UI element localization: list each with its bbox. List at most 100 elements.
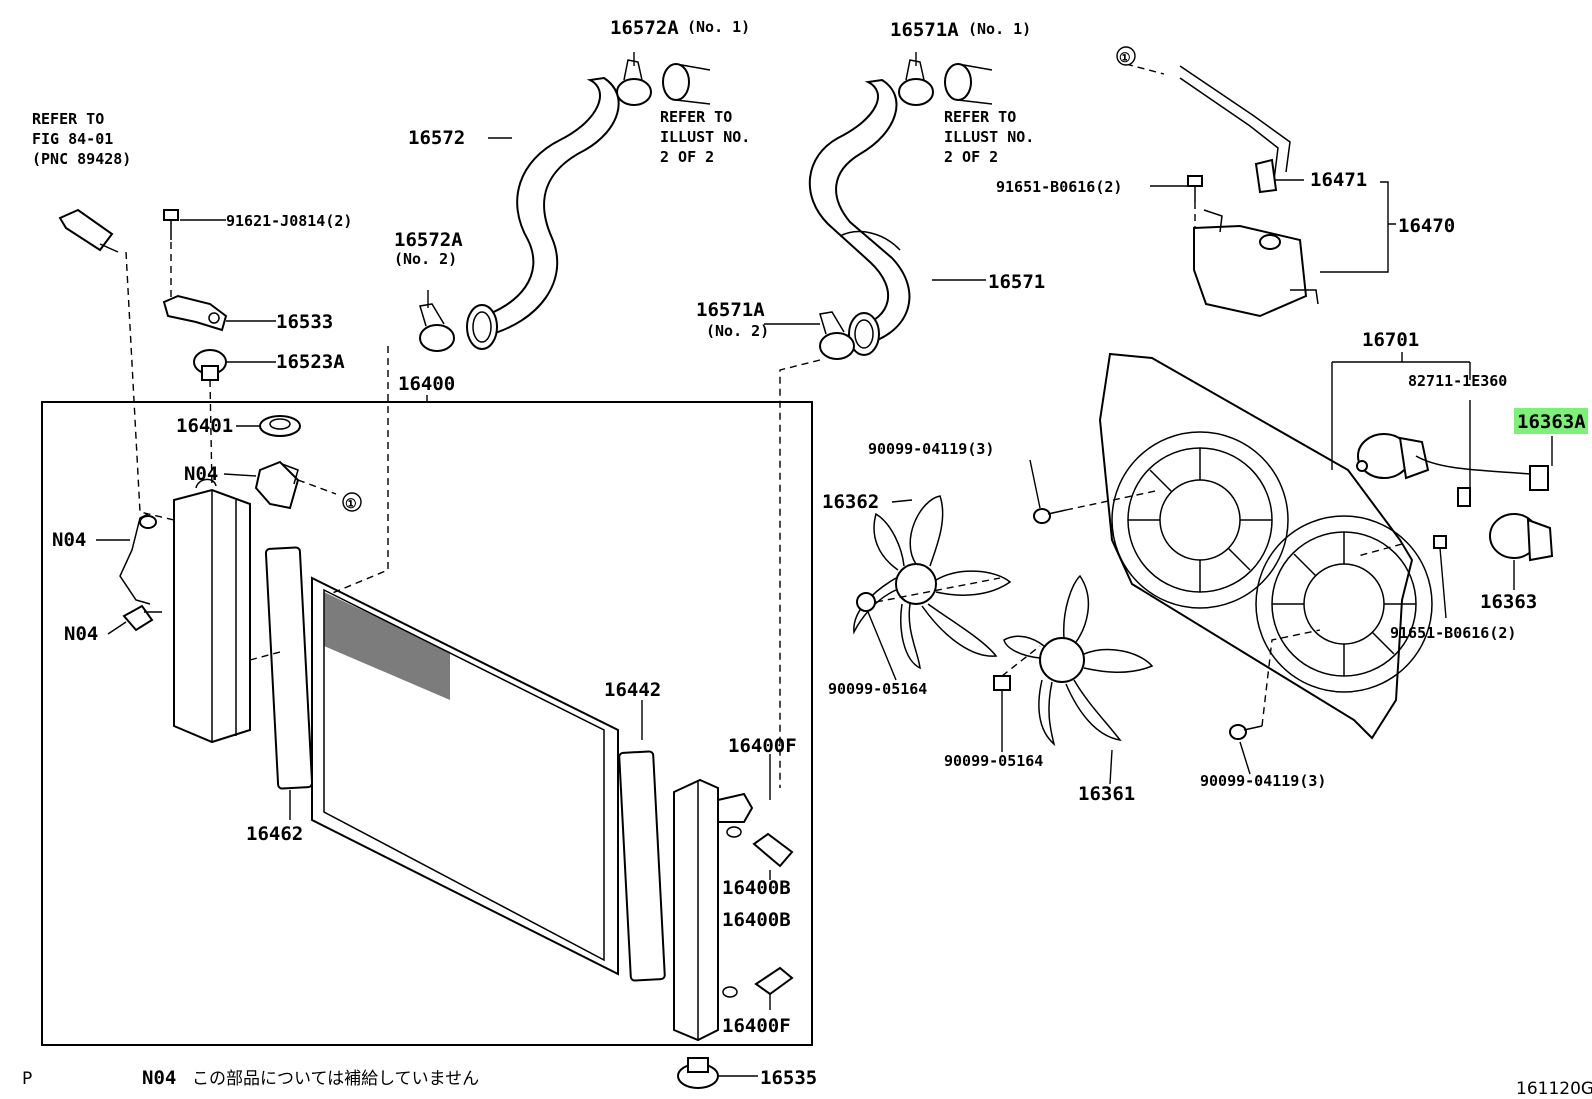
label-16571A-no1-sub: (No. 1) <box>968 20 1031 38</box>
upper-radiator-hose-16572 <box>466 76 620 350</box>
label-16571A-no2-sub: (No. 2) <box>706 322 769 340</box>
refer-illust-2-line2: ILLUST NO. <box>944 128 1034 146</box>
fan-16362 <box>853 495 1012 670</box>
connector-82711 <box>1457 487 1471 507</box>
cushion-16535 <box>677 1057 719 1089</box>
refer-fig-line3: (PNC 89428) <box>32 150 131 168</box>
label-16572A-no1-sub: (No. 1) <box>687 18 750 36</box>
label-16462: 16462 <box>246 823 303 845</box>
wire-16363A <box>1415 455 1549 491</box>
label-16535: 16535 <box>760 1067 817 1089</box>
label-16400F-top: 16400F <box>728 735 797 757</box>
label-16363: 16363 <box>1480 591 1537 613</box>
clip-N04-lower <box>122 604 162 632</box>
label-16400B-b: 16400B <box>722 909 791 931</box>
bolt-91621 <box>163 209 179 240</box>
page-marker: P <box>22 1069 32 1089</box>
hose-clamp-16572A-no1 <box>616 59 652 106</box>
seal-16462 <box>264 546 314 790</box>
temp-sensor <box>58 208 119 253</box>
label-90099-05164-mid: 90099-05164 <box>944 752 1043 770</box>
label-91651-bot: 91651-B0616(2) <box>1390 624 1516 642</box>
highlight-16363A <box>1514 408 1588 434</box>
label-16400: 16400 <box>398 373 455 395</box>
bolt-91651-top <box>1187 175 1203 202</box>
label-90099-04119-bot: 90099-04119(3) <box>1200 772 1326 790</box>
refer-illust-2-line1: REFER TO <box>944 108 1016 126</box>
label-16533: 16533 <box>276 311 333 333</box>
refer-fig-line1: REFER TO <box>32 110 104 128</box>
o-ring-16400F-top <box>726 826 742 838</box>
label-16442: 16442 <box>604 679 661 701</box>
drain-plug-16400B-b <box>754 966 794 996</box>
refer-illust-1-line1: REFER TO <box>660 108 732 126</box>
label-N04-a: N04 <box>184 463 218 485</box>
bolt-90099-04119-bot <box>1229 724 1263 740</box>
label-16363A: 16363A <box>1517 411 1586 433</box>
label-16523A: 16523A <box>276 351 345 373</box>
pipe-N04-left <box>119 513 157 605</box>
drain-plug-16400B-a <box>752 832 794 868</box>
label-16571: 16571 <box>988 271 1045 293</box>
label-90099-05164-left: 90099-05164 <box>828 680 927 698</box>
hose-clamp-16572A-no2 <box>419 303 455 352</box>
label-16361: 16361 <box>1078 783 1135 805</box>
fan-shroud <box>1098 352 1433 740</box>
label-82711: 82711-1E360 <box>1408 372 1507 390</box>
label-N04-b: N04 <box>52 529 86 551</box>
label-91651-top: 91651-B0616(2) <box>996 178 1122 196</box>
fan-16361 <box>1003 574 1154 747</box>
label-16701: 16701 <box>1362 329 1419 351</box>
footnote-code: N04 <box>142 1067 176 1089</box>
nut-90099-05164-mid <box>993 675 1011 691</box>
hose-clamp-16571A-no1 <box>898 59 934 106</box>
label-16470: 16470 <box>1398 215 1455 237</box>
leader-lines <box>96 52 1553 1077</box>
left-tank <box>173 478 251 744</box>
label-90099-04119-top: 90099-04119(3) <box>868 440 994 458</box>
labels: 16572A (No. 1) 16571A (No. 1) REFER TO I… <box>32 17 1588 1089</box>
figure-code: 161120G <box>1516 1079 1592 1099</box>
radiator-core <box>311 576 619 976</box>
cap-16401 <box>259 415 301 437</box>
o-ring-16400F-bot <box>722 986 738 998</box>
label-16571A-no2: 16571A <box>696 299 765 321</box>
reservoir-tank-16470 <box>1193 209 1319 318</box>
motor-16701 <box>1356 433 1430 480</box>
label-16362: 16362 <box>822 491 879 513</box>
nut-90099-05164-left <box>856 592 876 612</box>
refer-illust-1-line3: 2 OF 2 <box>660 148 714 166</box>
footnote-text: この部品については補給していません <box>192 1069 479 1089</box>
right-tank <box>673 778 754 1042</box>
reservoir-hose-16471 <box>1179 65 1291 194</box>
label-16400F-bot: 16400F <box>722 1015 791 1037</box>
circled-ref-left: ① <box>342 492 362 512</box>
label-N04-c: N04 <box>64 623 98 645</box>
label-16471: 16471 <box>1310 169 1367 191</box>
hose-clamp-16571A-no2 <box>819 311 855 360</box>
label-16400B-a: 16400B <box>722 877 791 899</box>
seal-16442 <box>618 750 666 982</box>
lower-radiator-hose-16571 <box>808 78 911 356</box>
label-16572A-no1: 16572A <box>610 17 679 39</box>
motor-16363 <box>1489 513 1554 562</box>
cushion-16523A <box>193 349 227 381</box>
refer-illust-2-line3: 2 OF 2 <box>944 148 998 166</box>
circled-ref-top: ① <box>1116 46 1136 66</box>
svg-text:①: ① <box>1119 51 1131 66</box>
refer-illust-1-line2: ILLUST NO. <box>660 128 750 146</box>
label-16572A-no2-sub: (No. 2) <box>394 250 457 268</box>
label-16401: 16401 <box>176 415 233 437</box>
drain-cock-N04-top <box>254 460 300 510</box>
refer-fig-line2: FIG 84-01 <box>32 130 113 148</box>
svg-text:①: ① <box>345 497 357 512</box>
label-91621: 91621-J0814(2) <box>226 212 352 230</box>
label-16572: 16572 <box>408 127 465 149</box>
pipe-stub-right-1 <box>662 63 711 105</box>
bracket-16533 <box>162 294 228 332</box>
bolt-90099-04119-top <box>1033 508 1067 524</box>
pipe-stub-right-2 <box>944 63 993 105</box>
label-16572A-no2: 16572A <box>394 229 463 251</box>
bolt-91651-bot <box>1433 535 1447 549</box>
